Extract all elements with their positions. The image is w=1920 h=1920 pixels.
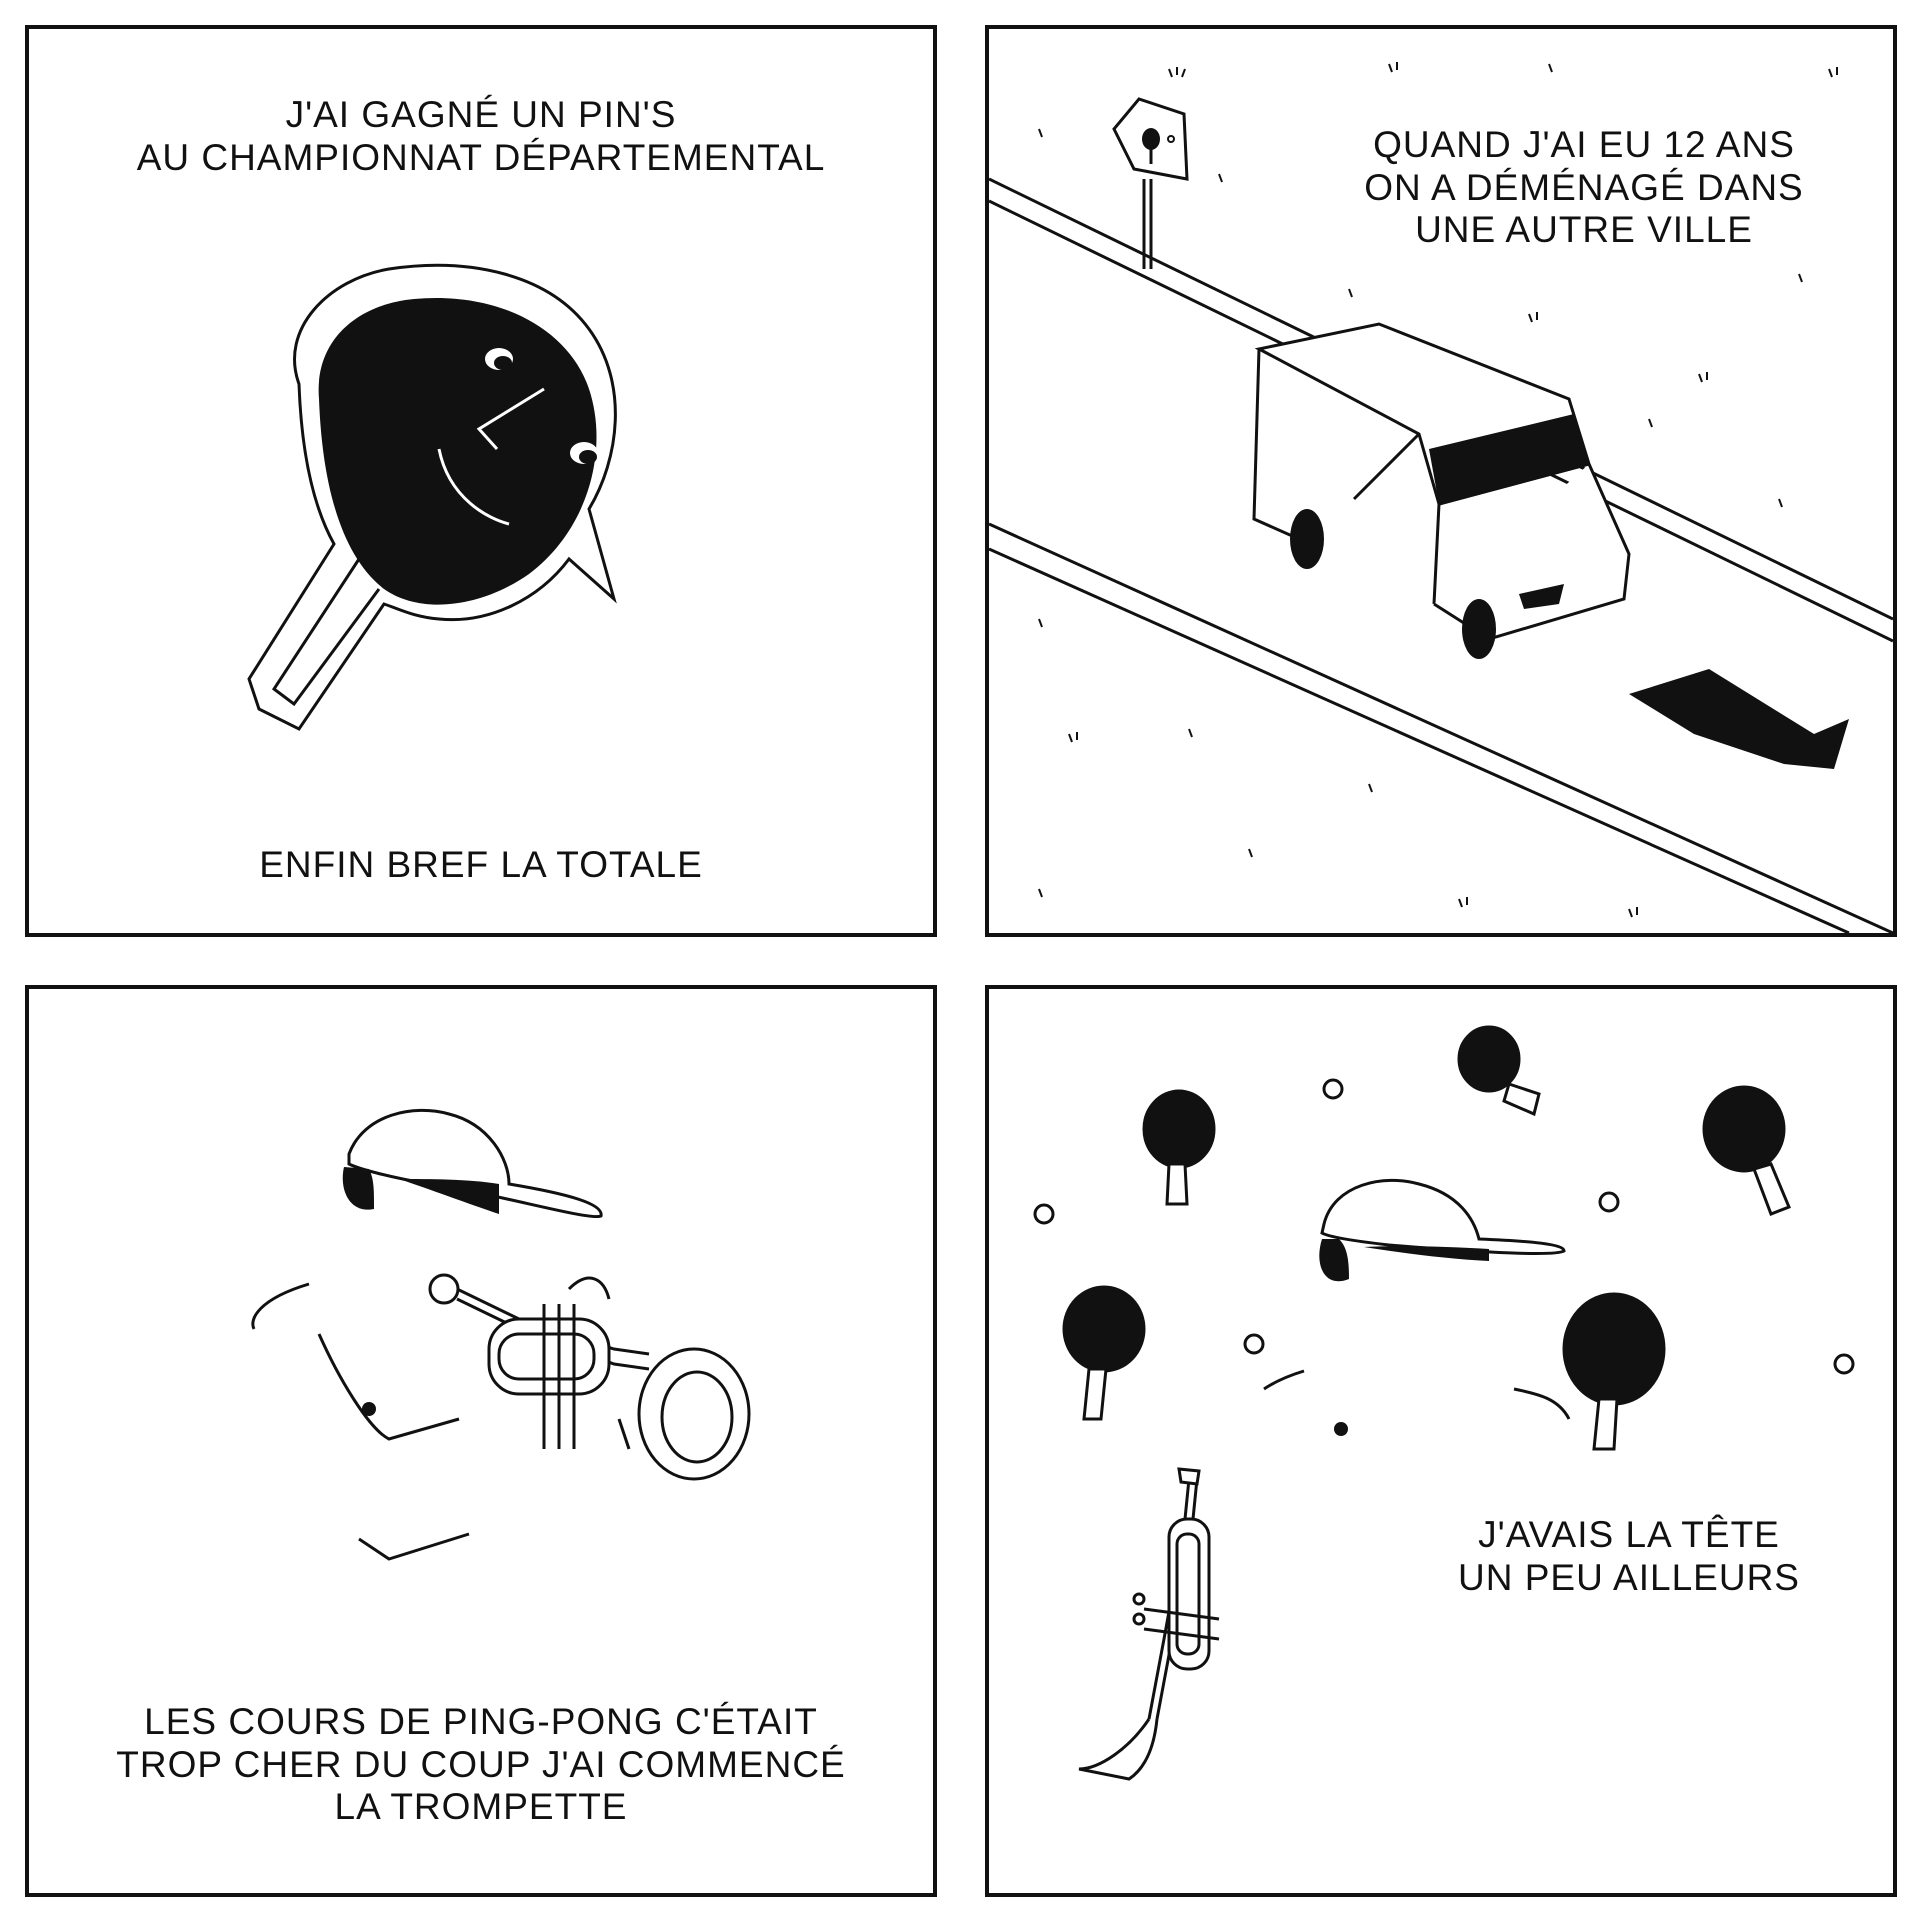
paddle-road-sign-icon xyxy=(1114,99,1187,269)
comic-panel-4: J'AVAIS LA TÊTE UN PEU AILLEURS xyxy=(985,985,1897,1897)
trumpet-icon xyxy=(1079,1469,1219,1779)
panel-3-caption: LES COURS DE PING-PONG C'ÉTAIT TROP CHER… xyxy=(116,1701,846,1828)
paddle-icons xyxy=(1064,1027,1789,1449)
grass-tufts xyxy=(1039,62,1837,917)
daydream-illustration xyxy=(989,989,1893,1893)
van-icon xyxy=(1254,324,1629,659)
panel-4-caption: J'AVAIS LA TÊTE UN PEU AILLEURS xyxy=(1458,1514,1800,1598)
comic-panel-1: J'AI GAGNÉ UN PIN'S AU CHAMPIONNAT DÉPAR… xyxy=(25,25,937,937)
pin-badge-icon xyxy=(1334,1422,1348,1436)
comic-panel-3: LES COURS DE PING-PONG C'ÉTAIT TROP CHER… xyxy=(25,985,937,1897)
panel-2-caption: QUAND J'AI EU 12 ANS ON A DÉMÉNAGÉ DANS … xyxy=(1364,124,1804,251)
cap-icon xyxy=(1319,1180,1564,1282)
trumpet-boy-illustration xyxy=(29,989,933,1893)
van-road-illustration xyxy=(989,29,1893,933)
body-lines xyxy=(1264,1371,1569,1419)
panel-1-caption-bottom: ENFIN BREF LA TOTALE xyxy=(259,844,703,885)
panel-1-caption-top: J'AI GAGNÉ UN PIN'S AU CHAMPIONNAT DÉPAR… xyxy=(136,94,826,178)
paddle-pin-illustration xyxy=(29,29,933,933)
cap-icon xyxy=(342,1110,601,1216)
road-edge-bottom xyxy=(989,524,1893,933)
ball-icons xyxy=(1035,1080,1853,1373)
comic-panel-2: QUAND J'AI EU 12 ANS ON A DÉMÉNAGÉ DANS … xyxy=(985,25,1897,937)
paddle-pin-icon xyxy=(249,265,615,729)
road-arrow-marking xyxy=(1629,669,1849,769)
body-lines xyxy=(253,1284,629,1559)
pin-badge-icon xyxy=(362,1402,376,1416)
trumpet-icon xyxy=(430,1275,749,1479)
